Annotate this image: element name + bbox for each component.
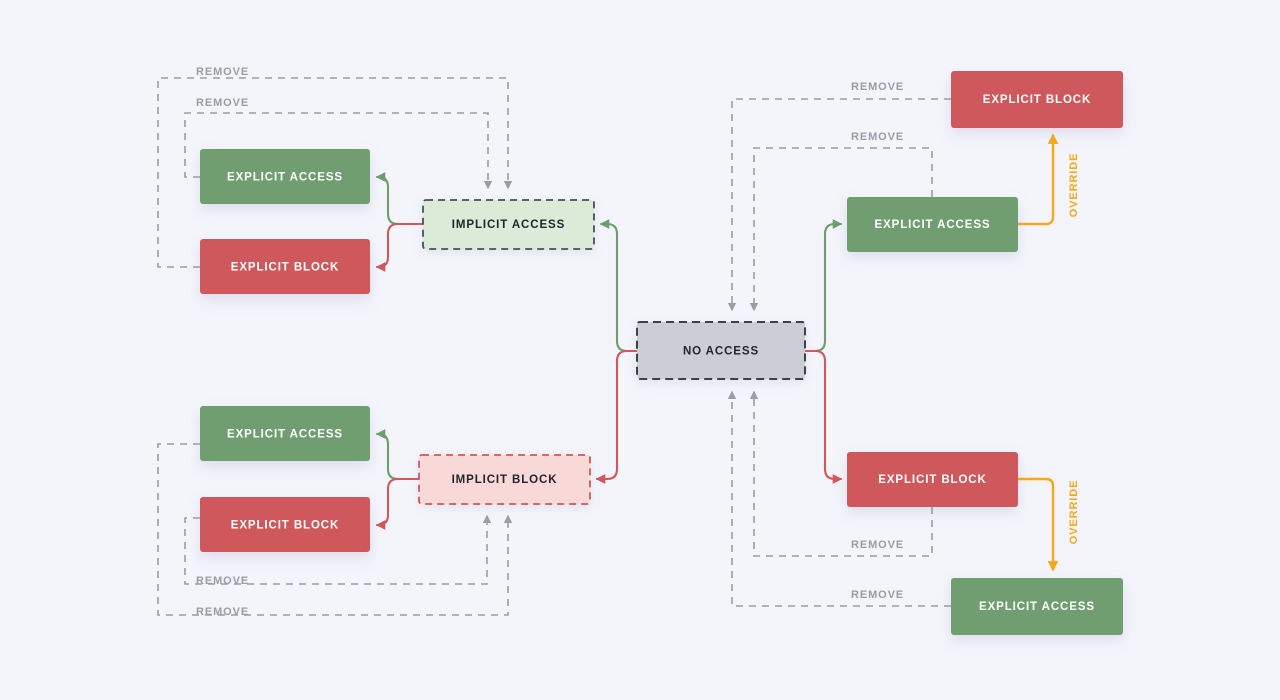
override-path-top <box>1018 133 1059 226</box>
flow-implicit-access-to-explicit-block <box>375 222 425 272</box>
override-path-bottom <box>1018 477 1059 572</box>
node-tl-explicit-access[interactable]: EXPLICIT ACCESS <box>200 149 370 204</box>
node-implicit-access[interactable]: IMPLICIT ACCESS <box>422 199 595 250</box>
edge-label-override-top: OVERRIDE <box>1068 153 1080 218</box>
remove-path-tl-outer <box>157 77 513 268</box>
flow-implicit-block-to-explicit-block <box>375 477 421 530</box>
node-br-explicit-access[interactable]: EXPLICIT ACCESS <box>951 578 1123 635</box>
edge-label-override-bottom: OVERRIDE <box>1068 480 1080 545</box>
node-bl-explicit-block[interactable]: EXPLICIT BLOCK <box>200 497 370 552</box>
node-bl-explicit-access[interactable]: EXPLICIT ACCESS <box>200 406 370 461</box>
edge-label-remove-bl-inner: REMOVE <box>196 575 249 587</box>
edge-label-remove-tr-outer: REMOVE <box>851 81 904 93</box>
node-implicit-block[interactable]: IMPLICIT BLOCK <box>418 454 591 505</box>
remove-path-tl-inner <box>184 112 493 190</box>
edge-label-remove-br-outer: REMOVE <box>851 589 904 601</box>
node-tr-explicit-access[interactable]: EXPLICIT ACCESS <box>847 197 1018 252</box>
flow-no-access-to-implicit-block <box>595 349 639 484</box>
edge-label-remove-br-inner: REMOVE <box>851 539 904 551</box>
remove-path-bl-inner <box>184 514 492 585</box>
node-no-access[interactable]: NO ACCESS <box>636 321 806 380</box>
remove-path-bl-outer <box>157 443 513 616</box>
node-tr-explicit-block[interactable]: EXPLICIT BLOCK <box>951 71 1123 128</box>
node-br-explicit-block[interactable]: EXPLICIT BLOCK <box>847 452 1018 507</box>
flow-no-access-to-explicit-block-right <box>803 349 843 484</box>
edge-label-remove-tl-inner: REMOVE <box>196 97 249 109</box>
edge-label-remove-tr-inner: REMOVE <box>851 131 904 143</box>
edge-label-remove-tl-outer: REMOVE <box>196 66 249 78</box>
node-tl-explicit-block[interactable]: EXPLICIT BLOCK <box>200 239 370 294</box>
edge-label-remove-bl-outer: REMOVE <box>196 606 249 618</box>
